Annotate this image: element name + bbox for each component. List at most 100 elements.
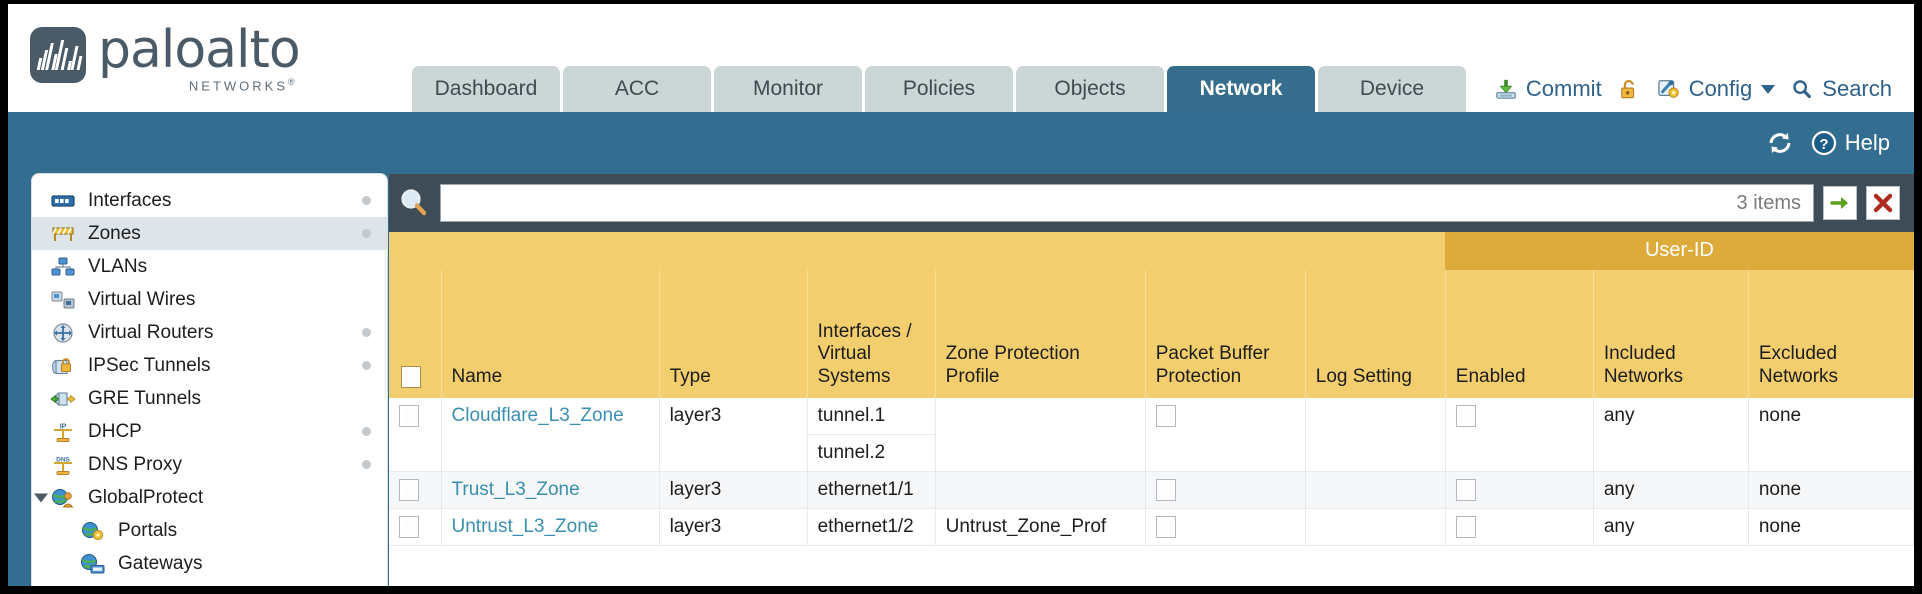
row-select-cell[interactable] [389,398,442,472]
interfaces-icon [50,190,80,212]
tab-monitor[interactable]: Monitor [714,66,862,112]
status-dot [362,196,371,205]
status-dot [362,361,371,370]
row-select-cell[interactable] [389,471,442,510]
cell-log-setting [1305,508,1446,547]
cell-name[interactable]: Trust_L3_Zone [441,471,660,510]
tab-dashboard[interactable]: Dashboard [412,66,560,112]
sidebar-item-globalprotect[interactable]: GlobalProtect [32,481,387,514]
zones-table-wrap[interactable]: User-ID Name Type Interfaces / Virtual S… [389,232,1914,586]
cell-name[interactable]: Untrust_L3_Zone [441,508,660,547]
config-menu[interactable]: Config [1656,76,1776,102]
row-checkbox[interactable] [399,516,419,539]
cell-excluded-networks: none [1748,398,1914,472]
apply-filter-button[interactable] [1823,186,1857,220]
tab-network[interactable]: Network [1167,66,1315,112]
sidebar-item-zones[interactable]: Zones [32,217,387,250]
cell-userid-enabled[interactable] [1445,398,1594,472]
brand-name: paloalto [98,20,301,80]
row-checkbox[interactable] [399,479,419,501]
commit-label: Commit [1525,76,1602,101]
group-header-userid: User-ID [1445,232,1914,270]
brand-sub: NETWORKS® [188,77,298,94]
sidebar-item-gateways[interactable]: Gateways [32,547,387,580]
zone-name-link[interactable]: Trust_L3_Zone [451,479,580,500]
userid-enabled-checkbox[interactable] [1455,479,1476,501]
twisty-expanded-icon[interactable] [34,493,48,502]
sidebar-item-portals[interactable]: Portals [32,514,387,547]
packet-buffer-protection-checkbox[interactable] [1155,516,1176,539]
commit-button[interactable]: Commit [1493,76,1602,102]
paloalto-logo-mark [30,27,86,83]
sidebar-item-gre-tunnels[interactable]: GRE Tunnels [32,382,387,415]
cell-packet-buffer-protection[interactable] [1145,471,1306,510]
vlans-icon [50,256,80,278]
cell-name[interactable]: Cloudflare_L3_Zone [441,398,660,472]
select-all-checkbox[interactable] [401,365,421,388]
help-button[interactable]: ? Help [1810,129,1890,157]
unlock-padlock-icon [1616,78,1642,100]
cell-userid-enabled[interactable] [1445,508,1594,547]
sidebar-item-virtual-routers[interactable]: Virtual Routers [32,316,387,349]
col-header-excluded-networks[interactable]: Excluded Networks [1748,270,1914,398]
virtual-wires-icon [50,289,80,311]
search-button[interactable]: Search [1789,76,1892,102]
zones-barrier-icon [50,223,80,245]
interface-entry: tunnel.2 [817,442,886,463]
packet-buffer-protection-checkbox[interactable] [1155,479,1176,501]
clear-filter-button[interactable] [1866,186,1900,220]
sidebar-item-ipsec-tunnels[interactable]: IPSec Tunnels [32,349,387,382]
virtual-routers-icon [50,322,80,344]
select-all-header[interactable] [389,270,442,398]
col-header-type[interactable]: Type [659,270,808,398]
sidebar-item-virtual-wires[interactable]: Virtual Wires [32,283,387,316]
table-row[interactable]: Untrust_L3_Zone layer3 ethernet1/2 Untru… [389,508,1914,547]
cell-type: layer3 [659,508,808,547]
col-header-name[interactable]: Name [441,270,660,398]
col-header-enabled[interactable]: Enabled [1445,270,1594,398]
tab-acc[interactable]: ACC [563,66,711,112]
cell-packet-buffer-protection[interactable] [1145,508,1306,547]
table-row[interactable]: Cloudflare_L3_Zone layer3 tunnel.1 tunne… [389,398,1914,472]
zones-table-head: User-ID Name Type Interfaces / Virtual S… [389,232,1914,398]
group-header-spacer [389,232,1446,270]
zones-table: User-ID Name Type Interfaces / Virtual S… [389,232,1914,547]
zone-name-link[interactable]: Cloudflare_L3_Zone [451,405,624,426]
cell-userid-enabled[interactable] [1445,471,1594,510]
userid-enabled-checkbox[interactable] [1455,516,1476,539]
sidebar-item-interfaces[interactable]: Interfaces [32,184,387,217]
sidebar-item-vlans[interactable]: VLANs [32,250,387,283]
sidebar-item-dns-proxy[interactable]: DNS DNS Proxy [32,448,387,481]
userid-enabled-checkbox[interactable] [1455,405,1476,427]
tab-device[interactable]: Device [1318,66,1466,112]
cell-excluded-networks: none [1748,508,1914,547]
col-header-packet-buffer-protection[interactable]: Packet Buffer Protection [1145,270,1306,398]
main-nav-tabs[interactable]: Dashboard ACC Monitor Policies Objects N… [412,66,1466,112]
filter-input-wrap[interactable]: 3 items [440,184,1814,222]
chevron-down-icon[interactable] [1761,84,1776,94]
help-question-icon: ? [1810,129,1838,157]
lock-button[interactable] [1616,78,1642,100]
dns-proxy-icon: DNS [50,454,80,476]
filter-search-icon[interactable] [397,186,431,220]
sidebar-item-label: GlobalProtect [88,486,204,508]
row-select-cell[interactable] [389,508,442,547]
sidebar-item-label: IPSec Tunnels [88,354,211,376]
search-input[interactable] [453,191,1727,215]
col-header-interfaces[interactable]: Interfaces / Virtual Systems [807,270,936,398]
row-checkbox[interactable] [399,405,419,427]
packet-buffer-protection-checkbox[interactable] [1155,405,1176,427]
col-header-zone-protection-profile[interactable]: Zone Protection Profile [935,270,1146,398]
sidebar-item-dhcp[interactable]: IP DHCP [32,415,387,448]
col-header-included-networks[interactable]: Included Networks [1593,270,1749,398]
cell-included-networks: any [1593,398,1749,472]
table-row[interactable]: Trust_L3_Zone layer3 ethernet1/1 [389,471,1914,510]
zone-name-link[interactable]: Untrust_L3_Zone [451,516,599,538]
tab-objects[interactable]: Objects [1016,66,1164,112]
tab-policies[interactable]: Policies [865,66,1013,112]
cell-interfaces: ethernet1/1 [807,471,936,510]
sidebar-item-label: Interfaces [88,189,172,211]
cell-packet-buffer-protection[interactable] [1145,398,1306,472]
refresh-button[interactable] [1766,130,1794,156]
col-header-log-setting[interactable]: Log Setting [1305,270,1446,398]
